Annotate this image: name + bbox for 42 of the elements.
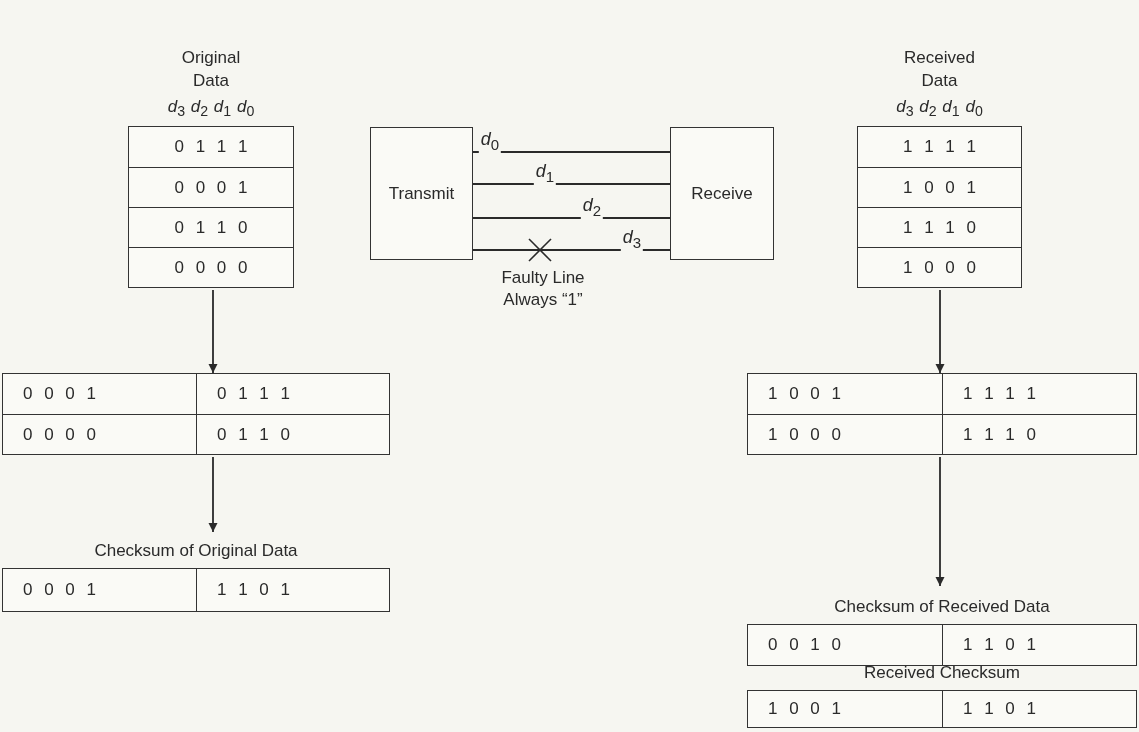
table-cell: 1 1 1 1 <box>942 374 1136 414</box>
arrow <box>935 456 945 587</box>
table-cell-text: 1 0 0 1 <box>767 698 842 720</box>
table-cell: 1 0 0 1 <box>858 167 1021 207</box>
table-heading: Checksum of Original Data <box>94 540 298 562</box>
process-box: Transmit <box>370 127 473 260</box>
arrow <box>935 289 945 374</box>
signal-line <box>472 183 671 185</box>
arrow <box>208 456 218 533</box>
table-cell: 0 0 0 0 <box>3 414 196 454</box>
column-header: d$_{3}$ d$_{2}$ d$_{1}$ d$_{0}$ <box>896 95 983 121</box>
edge-label: d$_{1}$ <box>533 161 557 187</box>
table-cell-text: 1 0 0 1 <box>767 383 842 405</box>
edge-label: d$_{0}$ <box>478 129 502 155</box>
table-heading: Checksum of Received Data <box>834 596 1050 618</box>
table-cell-text: 0 0 1 0 <box>767 634 842 656</box>
table-heading: Received Checksum <box>864 662 1020 684</box>
process-box: Receive <box>670 127 774 260</box>
edge-label: d$_{3}$ <box>620 227 644 253</box>
table-cell: 1 1 0 1 <box>942 691 1136 727</box>
note-text: Faulty Line Always “1” <box>500 267 586 311</box>
signal-line <box>472 217 671 219</box>
signal-line <box>472 151 671 153</box>
table-cell-text: 0 1 1 1 <box>173 136 249 158</box>
arrow <box>208 289 218 374</box>
column-header: d$_{3}$ d$_{2}$ d$_{1}$ d$_{0}$ <box>167 95 255 121</box>
table-cell-text: 1 1 1 1 <box>902 136 977 158</box>
table-cell: 1 0 0 0 <box>858 247 1021 287</box>
table-cell: 1 1 0 1 <box>942 625 1136 665</box>
signal-line <box>472 249 671 251</box>
table-cell: 0 1 1 1 <box>196 374 389 414</box>
table-cell: 1 1 0 1 <box>196 569 389 611</box>
table-cell: 1 1 1 0 <box>942 414 1136 454</box>
table-cell: 0 0 0 1 <box>129 167 293 207</box>
table-cell: 0 1 1 0 <box>196 414 389 454</box>
edge-label: d$_{2}$ <box>580 195 604 221</box>
table-cell: 1 0 0 0 <box>748 414 942 454</box>
table-cell: 0 0 0 0 <box>129 247 293 287</box>
table-cell: 0 1 1 0 <box>129 207 293 247</box>
table-cell-text: 0 0 0 1 <box>22 383 97 405</box>
table-cell-text: 0 0 0 1 <box>22 579 97 601</box>
table-cell: 1 1 1 0 <box>858 207 1021 247</box>
